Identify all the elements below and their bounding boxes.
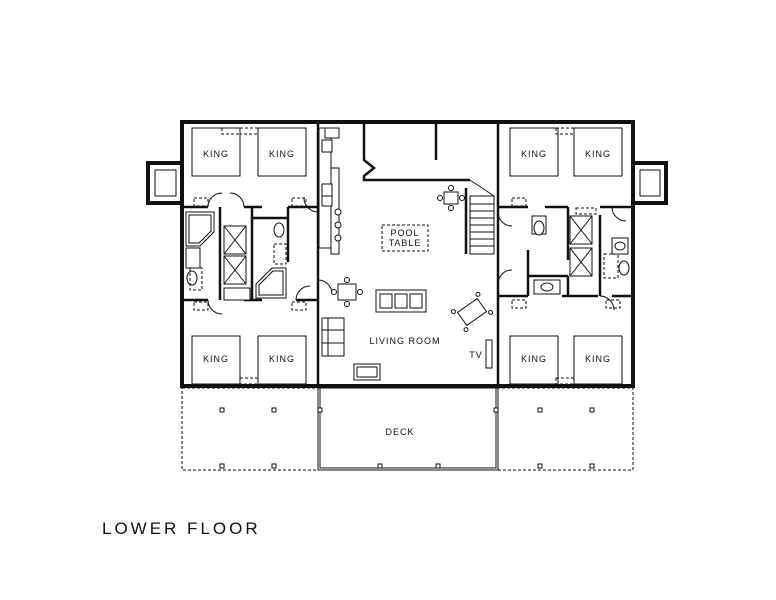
floor-title: LOWER FLOOR	[102, 519, 261, 538]
deck	[181, 387, 634, 471]
bed-label: KING	[203, 149, 229, 159]
center-furniture	[321, 185, 494, 381]
living-room-label: LIVING ROOM	[369, 336, 440, 346]
bedroom-top-left	[191, 127, 307, 207]
tv-label: TV	[469, 350, 483, 360]
bedroom-bottom-right	[509, 299, 623, 385]
bedroom-top-right	[509, 127, 623, 207]
bedroom-bottom-left	[191, 301, 307, 385]
kitchen-bar	[318, 127, 342, 255]
staircase	[464, 179, 495, 255]
bed-label: KING	[585, 149, 611, 159]
bath-left	[185, 211, 287, 301]
bed-label: KING	[203, 354, 229, 364]
pool-table-label: POOL	[390, 228, 419, 238]
bed-label: KING	[269, 149, 295, 159]
bed-label: KING	[269, 354, 295, 364]
room-labels: KING KING KING KING KING KING KING KING …	[203, 149, 611, 437]
bath-right	[531, 207, 630, 295]
pool-table-label: TABLE	[389, 238, 422, 248]
deck-label: DECK	[385, 427, 414, 437]
bed-label: KING	[521, 149, 547, 159]
bed-label: KING	[585, 354, 611, 364]
pool-table	[381, 224, 429, 252]
exterior-walls	[146, 120, 668, 388]
interior-walls	[182, 122, 633, 386]
bed-label: KING	[521, 354, 547, 364]
